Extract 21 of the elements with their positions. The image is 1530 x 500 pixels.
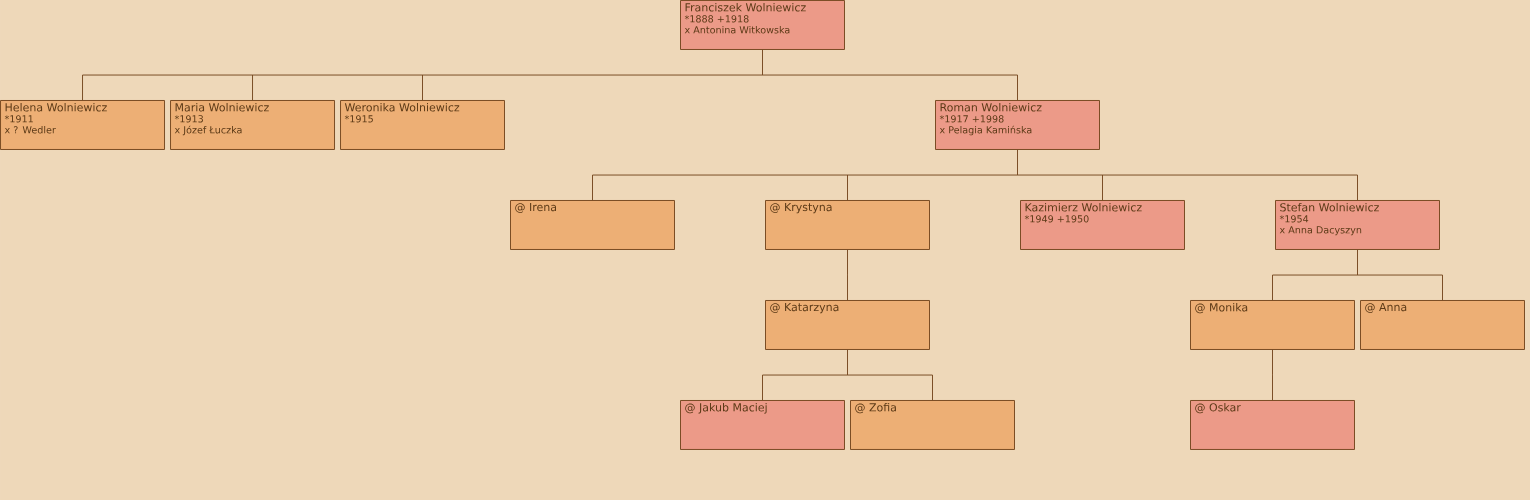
person-box: Kazimierz Wolniewicz *1949 +1950 xyxy=(1020,200,1185,250)
person-box: Stefan Wolniewicz *1954 x Anna Dacyszyn xyxy=(1275,200,1440,250)
person-box: @ Monika xyxy=(1190,300,1355,350)
person-box: @ Krystyna xyxy=(765,200,930,250)
tree-connector xyxy=(82,49,1018,101)
person-box: @ Anna xyxy=(1360,300,1525,350)
person-box: Helena Wolniewicz *1911 x ? Wedler xyxy=(0,100,165,150)
tree-connector xyxy=(1272,249,1443,301)
person-box: @ Jakub Maciej xyxy=(680,400,845,450)
tree-connector xyxy=(1272,349,1273,401)
tree-connector xyxy=(762,349,933,401)
tree-connector xyxy=(592,149,1358,201)
person-box: @ Oskar xyxy=(1190,400,1355,450)
person-box: @ Irena xyxy=(510,200,675,250)
person-box: Maria Wolniewicz *1913 x Józef Łuczka xyxy=(170,100,335,150)
person-box: Roman Wolniewicz *1917 +1998 x Pelagia Kamińska xyxy=(935,100,1100,150)
person-box: @ Zofia xyxy=(850,400,1015,450)
person-box: @ Katarzyna xyxy=(765,300,930,350)
tree-connector xyxy=(847,249,848,301)
person-box: Franciszek Wolniewicz *1888 +1918 x Antonina Witkowska xyxy=(680,0,845,50)
person-box: Weronika Wolniewicz *1915 xyxy=(340,100,505,150)
